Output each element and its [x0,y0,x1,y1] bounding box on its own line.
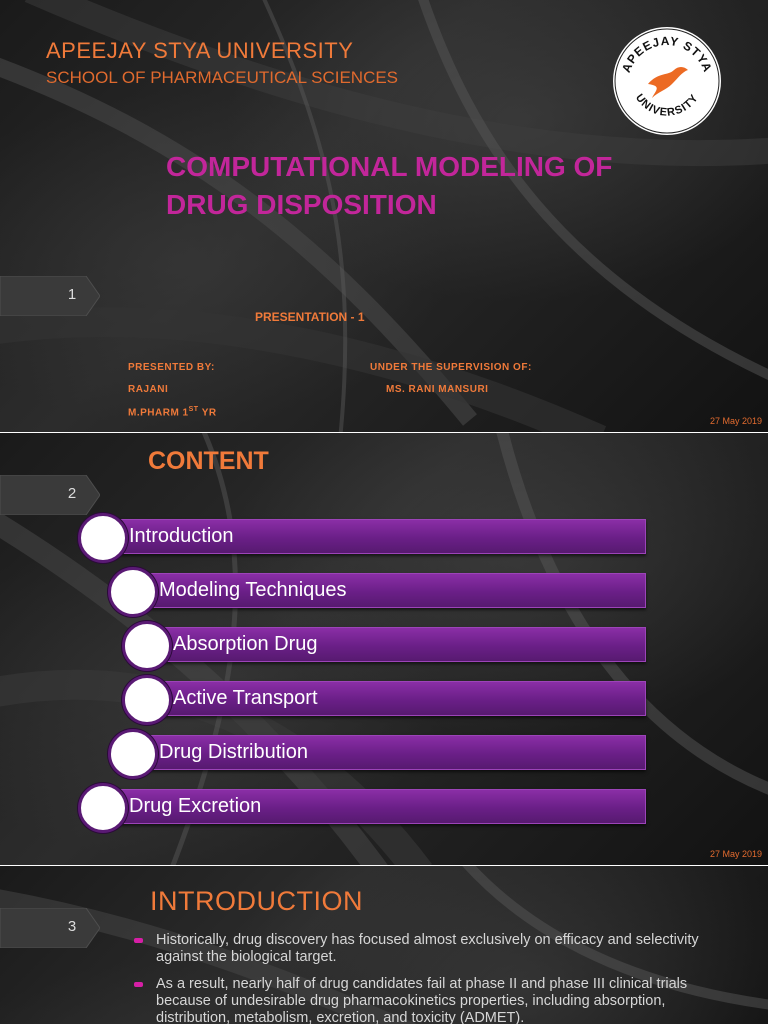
title-line-1: COMPUTATIONAL MODELING OF [166,151,613,182]
university-name: APEEJAY STYA UNIVERSITY [46,38,354,63]
university-logo-icon: APEEJAY STYA UNIVERSITY [613,27,721,135]
content-item-label: Modeling Techniques [159,579,347,601]
content-bullet-circle [78,783,128,833]
content-item-drug-distribution[interactable]: Drug Distribution [130,735,646,770]
presenter-name: RAJANI [128,384,169,395]
title-line-2: DRUG DISPOSITION [166,189,437,220]
slide-number: 1 [67,286,77,303]
content-bullet-circle [108,729,158,779]
content-item-drug-excretion[interactable]: Drug Excretion [100,789,646,824]
content-item-label: Active Transport [173,687,318,709]
slide-number: 2 [67,485,77,502]
introduction-heading: INTRODUCTION [150,886,363,916]
slide-date: 27 May 2019 [709,849,762,859]
content-item-absorption-drug[interactable]: Absorption Drug [144,627,646,662]
content-bullet-circle [122,675,172,725]
content-item-label: Drug Excretion [129,795,262,817]
content-heading: CONTENT [148,447,269,475]
content-item-active-transport[interactable]: Active Transport [144,681,646,716]
supervisor-name: MS. RANI MANSURI [386,384,489,395]
content-bullet-circle [122,621,172,671]
content-item-modeling-techniques[interactable]: Modeling Techniques [130,573,646,608]
content-item-label: Absorption Drug [173,633,318,655]
supervision-label: UNDER THE SUPERVISION OF: [370,362,532,373]
content-bullet-circle [108,567,158,617]
intro-bullet: As a result, nearly half of drug candida… [134,976,734,1024]
content-item-label: Introduction [129,525,234,547]
slide-number-tab: 2 [0,475,100,515]
slide-number-tab: 3 [0,908,100,948]
slide-date: 27 May 2019 [709,416,762,426]
presentation-label: PRESENTATION - 1 [255,310,365,324]
presenter-course: M.PHARM 1ST YR [128,406,217,419]
presented-by-label: PRESENTED BY: [128,362,215,373]
slide-number-tab: 1 [0,276,100,316]
slide-number: 3 [67,918,77,935]
content-item-label: Drug Distribution [159,741,308,763]
presentation-title: COMPUTATIONAL MODELING OF DRUG DISPOSITI… [166,148,686,224]
title-slide: APEEJAY STYA UNIVERSITY SCHOOL OF PHARMA… [0,0,768,432]
content-item-introduction[interactable]: Introduction [100,519,646,554]
content-bullet-circle [78,513,128,563]
intro-bullet: Historically, drug discovery has focused… [134,932,734,966]
introduction-slide: INTRODUCTION 3 Historically, drug discov… [0,866,768,1024]
school-name: SCHOOL OF PHARMACEUTICAL SCIENCES [46,68,399,87]
content-slide: CONTENT 2 Introduction Modeling Techniqu… [0,433,768,865]
